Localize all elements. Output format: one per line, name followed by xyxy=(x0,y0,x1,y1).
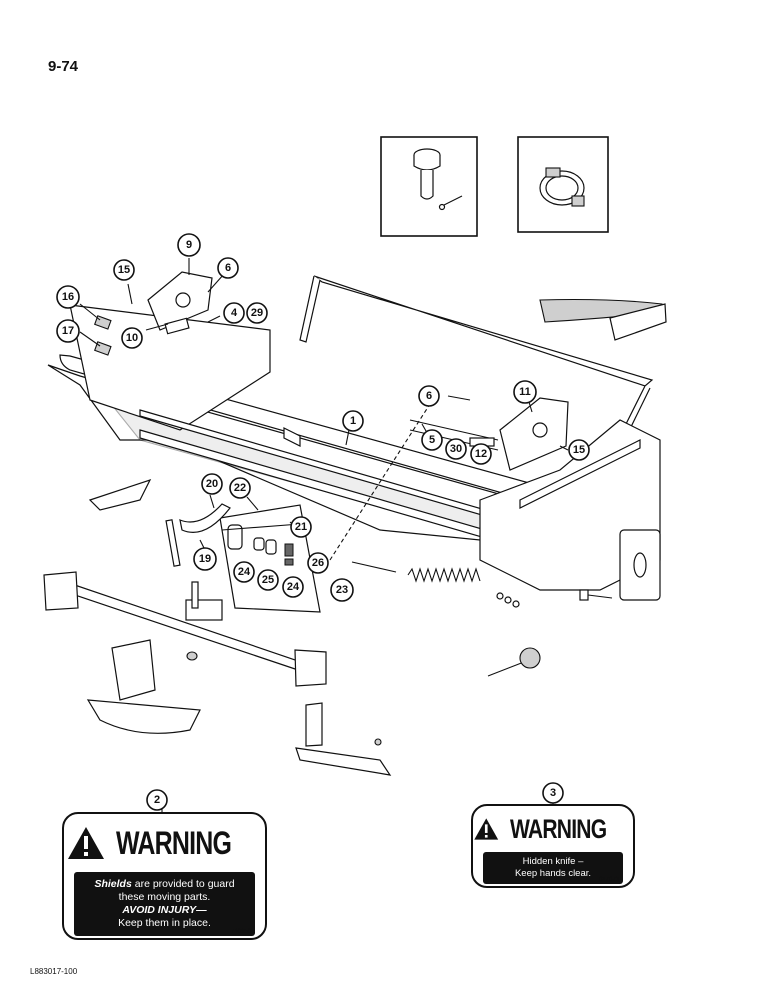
lower-bolt-and-sprocket xyxy=(487,589,613,677)
main-housing xyxy=(47,304,661,601)
callout-24-right: 24 xyxy=(282,576,304,598)
svg-text:3: 3 xyxy=(550,787,556,799)
svg-text:24: 24 xyxy=(287,581,300,593)
decal-line1: are provided to guard xyxy=(131,878,235,890)
svg-text:9: 9 xyxy=(186,239,192,251)
svg-text:23: 23 xyxy=(336,584,348,596)
svg-text:19: 19 xyxy=(199,553,211,565)
inset-hose-clamp xyxy=(517,136,609,233)
decal-message-panel: Hidden knife – Keep hands clear. xyxy=(483,852,623,884)
svg-text:12: 12 xyxy=(475,448,487,460)
footer-code: L883017-100 xyxy=(30,967,78,976)
callout-10: 10 xyxy=(121,327,143,349)
hose-clamp-icon xyxy=(539,167,585,207)
svg-text:16: 16 xyxy=(62,291,74,303)
callout-15-left: 15 xyxy=(113,259,135,281)
callout-17: 17 xyxy=(56,319,80,343)
svg-text:10: 10 xyxy=(126,332,138,344)
page-number: 9-74 xyxy=(48,58,79,75)
callout-9: 9 xyxy=(177,233,201,257)
decal-header: WARNING xyxy=(473,806,633,852)
callout-24-left: 24 xyxy=(233,561,255,583)
callout-4: 4 xyxy=(223,302,245,324)
callout-26: 26 xyxy=(307,552,329,574)
callouts: 1 2 3 4 29 5 6 6 9 10 11 12 15 15 16 17 … xyxy=(56,233,590,811)
upper-rod-frame xyxy=(299,275,667,434)
svg-text:30: 30 xyxy=(450,443,462,455)
svg-text:25: 25 xyxy=(262,574,274,586)
pin-and-clip-icon xyxy=(413,148,463,211)
decal-message-panel: Shields are provided to guard these movi… xyxy=(74,872,255,936)
svg-text:6: 6 xyxy=(225,262,231,274)
lever-arm xyxy=(165,503,231,567)
decal-code: 017073 xyxy=(598,877,619,883)
decal-line2: these moving parts. xyxy=(118,891,211,903)
svg-text:1: 1 xyxy=(350,415,356,427)
decal-line1: Hidden knife – xyxy=(522,856,584,867)
decal-header: WARNING xyxy=(64,814,265,872)
callout-5: 5 xyxy=(421,429,443,451)
warning-decal-knife: WARNING Hidden knife – Keep hands clear.… xyxy=(471,804,635,888)
lower-shaft-assembly xyxy=(43,571,327,687)
spring-assembly xyxy=(351,561,520,608)
svg-text:6: 6 xyxy=(426,390,432,402)
callout-29: 29 xyxy=(246,302,268,324)
decal-line1-bold: Shields xyxy=(94,878,132,890)
callout-16: 16 xyxy=(56,285,80,309)
warning-decal-shields: WARNING Shields are provided to guard th… xyxy=(62,812,267,940)
decal-line3: AVOID INJURY— xyxy=(122,904,207,916)
warning-triangle-icon xyxy=(474,818,499,840)
svg-text:5: 5 xyxy=(429,434,435,446)
decal-code: 740950 xyxy=(230,929,251,935)
callout-6-right: 6 xyxy=(418,385,440,407)
callout-11: 11 xyxy=(513,380,537,404)
callout-22: 22 xyxy=(229,477,251,499)
callout-19: 19 xyxy=(193,547,217,571)
warning-word: WARNING xyxy=(509,813,607,844)
inset-pin-and-clip xyxy=(380,136,478,237)
right-lower-shield xyxy=(295,702,392,776)
callout-1: 1 xyxy=(342,410,364,432)
warning-triangle-icon xyxy=(67,827,104,859)
svg-text:11: 11 xyxy=(519,386,531,398)
svg-text:29: 29 xyxy=(251,307,263,319)
svg-text:15: 15 xyxy=(573,444,585,456)
callout-23: 23 xyxy=(330,578,354,602)
svg-text:15: 15 xyxy=(118,264,130,276)
svg-text:24: 24 xyxy=(238,566,251,578)
callout-15-right: 15 xyxy=(568,439,590,461)
svg-text:22: 22 xyxy=(234,482,246,494)
svg-text:26: 26 xyxy=(312,557,324,569)
callout-3: 3 xyxy=(542,782,564,804)
callout-20: 20 xyxy=(201,473,223,495)
svg-text:2: 2 xyxy=(154,794,160,806)
svg-text:17: 17 xyxy=(62,325,74,337)
callout-30: 30 xyxy=(445,438,467,460)
svg-text:21: 21 xyxy=(295,521,307,533)
warning-word: WARNING xyxy=(115,824,232,861)
svg-text:4: 4 xyxy=(231,307,238,319)
callout-6-left: 6 xyxy=(217,257,239,279)
left-mount-bracket xyxy=(94,271,213,356)
callout-25: 25 xyxy=(257,569,279,591)
callout-12: 12 xyxy=(470,443,492,465)
left-lower-shield xyxy=(86,639,201,734)
decal-line2: Keep hands clear. xyxy=(514,868,592,879)
callout-21: 21 xyxy=(290,516,312,538)
callout-2: 2 xyxy=(146,789,168,811)
svg-text:20: 20 xyxy=(206,478,218,490)
decal-line4: Keep them in place. xyxy=(118,917,211,929)
